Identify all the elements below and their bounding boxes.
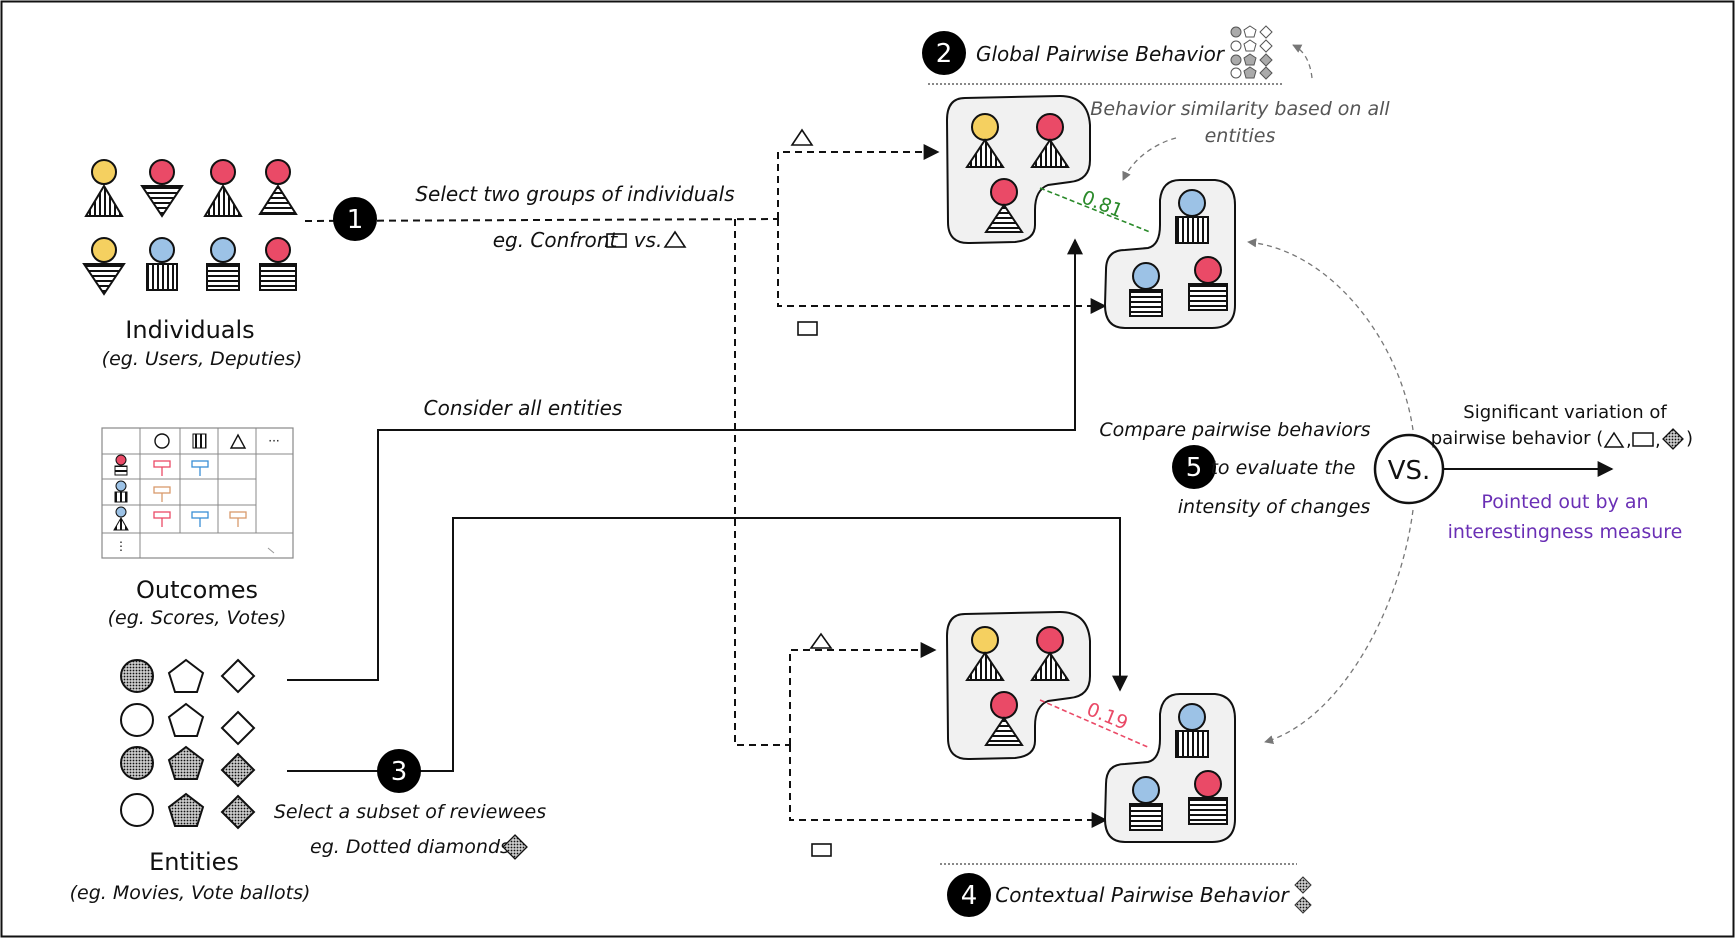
step5-line1: Compare pairwise behaviors xyxy=(1099,419,1370,441)
step1-badge xyxy=(333,197,377,241)
global-similarity-link xyxy=(1039,187,1151,233)
result-line2: pairwise behavior ( xyxy=(1431,428,1604,449)
contextual-group-triangles xyxy=(945,610,1091,761)
result-triangle-icon xyxy=(1603,431,1625,448)
table-header-square-icon xyxy=(192,433,207,449)
individual-red-hstriped-square xyxy=(259,237,297,291)
table-header-more: ··· xyxy=(268,434,279,448)
step2-note-line2: entities xyxy=(1205,125,1276,147)
step3-line1: Select a subset of reviewees xyxy=(274,801,546,823)
result-line1: Significant variation of xyxy=(1463,402,1667,423)
dotted-diamond-icon xyxy=(502,834,528,860)
dotted-diamond-icon-small-1 xyxy=(1294,876,1312,894)
triangle-icon-bottom xyxy=(809,632,833,649)
global-similarity-score: 0.81 xyxy=(1079,186,1126,222)
all-entities-icon xyxy=(1230,25,1273,80)
global-group-triangles xyxy=(945,94,1091,245)
contextual-red-triangle-1 xyxy=(1030,626,1070,681)
table-header-triangle-icon xyxy=(229,433,247,449)
contextual-yellow-triangle xyxy=(965,626,1005,681)
vs-label: VS. xyxy=(1388,456,1431,486)
step1-connectors xyxy=(304,144,1108,828)
individual-red-triangle-1 xyxy=(203,159,243,217)
global-red-triangle-2 xyxy=(984,178,1024,233)
contextual-blue-hstriped-square xyxy=(1129,776,1163,831)
global-red-triangle-1 xyxy=(1030,113,1070,168)
contextual-red-hstriped-square xyxy=(1188,770,1228,825)
dotted-diamond-icon-small-2 xyxy=(1294,896,1312,914)
result-note-line2: interestingness measure xyxy=(1448,521,1683,543)
rectangle-icon-bottom xyxy=(811,843,832,857)
entities-title: Entities xyxy=(149,848,239,876)
triangle-icon-top xyxy=(790,128,814,146)
individuals-subtitle: (eg. Users, Deputies) xyxy=(102,348,303,370)
step1-vs: vs. xyxy=(634,228,663,252)
individual-yellow-inverted-triangle xyxy=(82,237,126,296)
step3-number: 3 xyxy=(391,757,408,787)
step3-badge xyxy=(377,749,421,793)
global-blue-vstriped-square xyxy=(1175,189,1209,244)
grey-curves xyxy=(1122,44,1414,745)
result-dotted-diamond-icon xyxy=(1662,428,1684,450)
step4-title: Contextual Pairwise Behavior xyxy=(995,883,1290,907)
individual-blue-vstriped-square xyxy=(146,237,178,291)
result-sep-1: , xyxy=(1626,430,1632,451)
step1-number: 1 xyxy=(347,205,364,235)
global-red-hstriped-square xyxy=(1188,256,1228,311)
outcomes-subtitle: (eg. Scores, Votes) xyxy=(108,607,287,629)
rectangle-icon-step1 xyxy=(606,233,627,248)
entities-group xyxy=(120,658,256,830)
step5-line2: to evaluate the xyxy=(1210,457,1355,479)
contextual-blue-vstriped-square xyxy=(1175,703,1209,758)
entities-subtitle: (eg. Movies, Vote ballots) xyxy=(70,882,311,904)
individual-yellow-triangle xyxy=(84,159,124,217)
result-line2-end: ) xyxy=(1686,428,1693,449)
individual-red-inverted-triangle xyxy=(140,159,184,218)
step1-line1: Select two groups of individuals xyxy=(415,182,734,206)
step5-line3: intensity of changes xyxy=(1178,496,1371,518)
table-row-more: ⋮ xyxy=(115,539,127,553)
step2-title: Global Pairwise Behavior xyxy=(976,42,1226,66)
global-blue-hstriped-square xyxy=(1129,262,1163,317)
outcomes-table: ··· ⋮ xyxy=(101,427,294,559)
step2-number: 2 xyxy=(936,39,953,69)
outcomes-title: Outcomes xyxy=(136,576,258,604)
step2-note-line1: Behavior similarity based on all xyxy=(1090,98,1390,120)
individuals-group xyxy=(82,159,298,296)
triangle-icon-step1 xyxy=(663,230,687,248)
individual-red-triangle-2 xyxy=(258,159,298,215)
contextual-similarity-link xyxy=(1039,699,1151,749)
step1-line2: eg. Confront xyxy=(493,228,619,252)
vs-circle xyxy=(1373,433,1445,505)
rectangle-icon-top xyxy=(797,321,818,336)
step5-badge xyxy=(1172,445,1216,489)
step2-badge xyxy=(922,31,966,75)
result-note-line1: Pointed out by an xyxy=(1481,491,1648,513)
step5-number: 5 xyxy=(1186,453,1203,483)
global-yellow-triangle xyxy=(965,113,1005,168)
consider-all-entities-label: Consider all entities xyxy=(424,396,623,420)
step4-badge xyxy=(947,873,991,917)
individuals-title: Individuals xyxy=(125,316,254,344)
step3-line2: eg. Dotted diamonds xyxy=(310,836,510,858)
result-rectangle-icon xyxy=(1632,432,1654,447)
step4-number: 4 xyxy=(961,881,978,911)
individual-blue-hstriped-square xyxy=(206,237,240,291)
contextual-red-triangle-2 xyxy=(984,691,1024,746)
result-sep-2: , xyxy=(1655,430,1661,451)
table-header-circle-icon xyxy=(154,433,170,449)
